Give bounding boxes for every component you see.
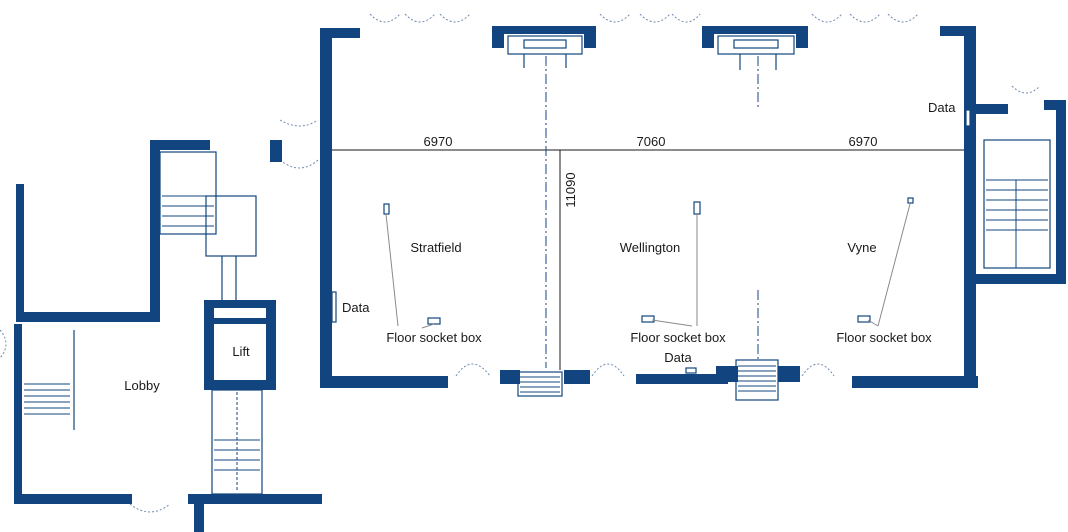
left-wing-top-wall <box>150 140 210 150</box>
top-right-doors <box>811 13 919 23</box>
bottom-bay-left-post-2 <box>564 370 590 384</box>
room-label-stratfield: Stratfield <box>410 240 461 255</box>
door-swings <box>279 13 919 377</box>
corridor-frame <box>211 389 263 495</box>
top-left-doors <box>369 13 471 23</box>
floor-socket-label-wellington: Floor socket box <box>630 330 726 345</box>
dimension-lines <box>332 56 964 370</box>
socket-icon <box>857 315 871 323</box>
top-bay-details <box>507 35 795 70</box>
right-core-outer-wall <box>1056 100 1066 284</box>
hall-bottom-wall-middle <box>636 374 728 384</box>
hall-bottom-wall-left <box>320 376 448 388</box>
socket-icon <box>641 315 655 323</box>
top-bay-left-sill <box>523 39 567 49</box>
leader-vyne-1 <box>877 203 911 327</box>
lift-left-wall <box>204 300 214 390</box>
data-label-left: Data <box>342 300 370 315</box>
left-stair-landing <box>205 195 257 257</box>
bottom-bay-right-post <box>716 366 738 382</box>
bottom-bay-left-post <box>500 370 520 384</box>
dimension-wellington-width: 7060 <box>637 134 666 149</box>
dimension-vyne-width: 6970 <box>849 134 878 149</box>
data-label-bottom: Data <box>664 350 692 365</box>
data-point-icon <box>331 291 337 323</box>
lobby-top-wall <box>16 312 158 322</box>
top-middle-doors <box>599 13 701 23</box>
top-bay-right-sill <box>733 39 779 49</box>
lobby-bottom-door <box>129 503 171 513</box>
bottom-left-doors <box>455 363 625 377</box>
room-label-lobby: Lobby <box>124 378 160 393</box>
dimension-stratfield-width: 6970 <box>424 134 453 149</box>
leader-vyne-2 <box>867 319 879 327</box>
hall-bottom-wall-right <box>852 376 978 388</box>
top-bay-left-lintel <box>492 26 596 34</box>
right-core-top-wall <box>976 104 1008 114</box>
lobby-bottom-wall <box>14 494 132 504</box>
leader-stratfield-1 <box>385 213 399 327</box>
floor-socket-label-vyne: Floor socket box <box>836 330 932 345</box>
lift-bottom-wall <box>204 380 276 390</box>
lobby-entrance-door <box>0 329 7 359</box>
right-stair-core <box>976 85 1066 284</box>
top-bay-right-frame <box>717 35 795 55</box>
leader-stratfield-2 <box>421 323 435 329</box>
socket-icon <box>907 197 914 204</box>
data-label-right: Data <box>928 100 956 115</box>
bottom-bay-stairs <box>517 359 779 401</box>
right-core-door <box>1011 85 1041 94</box>
left-wing-top-post <box>270 140 282 162</box>
bottom-bay-right-frame <box>735 359 779 401</box>
lift-right-wall <box>266 300 276 390</box>
top-bay-left-frame <box>507 35 583 55</box>
left-wing-column <box>150 140 160 322</box>
socket-icon <box>427 317 441 325</box>
socket-icon <box>693 201 701 215</box>
socket-icon <box>383 203 390 215</box>
right-core-frame <box>983 139 1051 269</box>
room-label-lift: Lift <box>232 344 250 359</box>
room-label-vyne: Vyne <box>847 240 876 255</box>
floor-socket-label-stratfield: Floor socket box <box>386 330 482 345</box>
leader-wellington-2 <box>651 319 693 327</box>
text-labels: 6970 7060 6970 11090 Stratfield Wellingt… <box>124 100 956 393</box>
left-wing-walls <box>14 140 322 532</box>
corridor-bottom-wall <box>188 494 322 504</box>
hall-right-wall <box>964 26 976 388</box>
hall-left-wall <box>320 28 332 388</box>
hall-top-right-stub <box>940 26 974 36</box>
data-point-icon <box>965 109 971 127</box>
bottom-bay-right-post-2 <box>778 366 800 382</box>
main-hall-walls <box>320 26 978 388</box>
hall-left-doors <box>279 119 319 169</box>
right-core-top-wall-2 <box>1044 100 1066 110</box>
top-bay-right-lintel <box>702 26 808 34</box>
bottom-bay-left-frame <box>517 371 563 397</box>
dimension-room-depth: 11090 <box>563 172 578 207</box>
floor-sockets <box>331 109 971 374</box>
bottom-right-doors <box>801 363 835 377</box>
lift-top-wall <box>204 300 276 308</box>
leader-lines <box>385 203 911 329</box>
hall-top-left-stub <box>320 28 360 38</box>
room-label-wellington: Wellington <box>620 240 680 255</box>
data-point-icon <box>685 367 697 374</box>
lift-inner-wall <box>212 318 268 324</box>
lobby-left-wall <box>14 324 22 500</box>
left-outer-wall <box>16 184 24 318</box>
corridor-bottom-post <box>194 494 204 532</box>
left-wing-details <box>0 151 263 513</box>
right-core-bottom-wall <box>976 274 1066 284</box>
left-stair-frame <box>159 151 217 235</box>
